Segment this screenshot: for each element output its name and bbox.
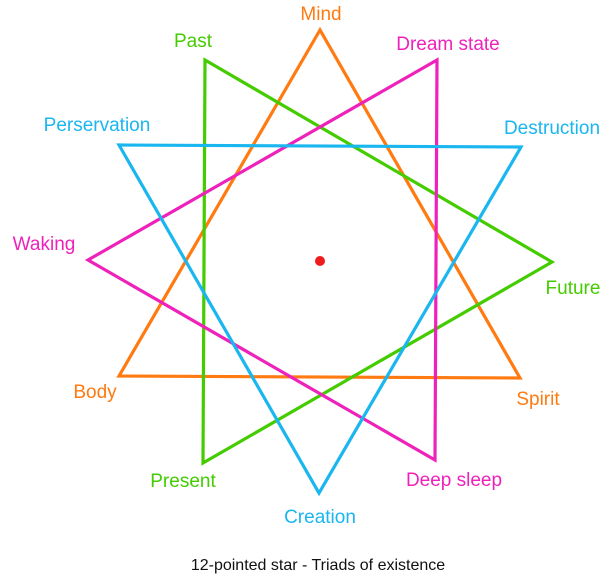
green-triangle — [201, 57, 556, 466]
label-past: Past — [174, 31, 213, 52]
magenta-triangle — [84, 57, 439, 463]
label-creation: Creation — [284, 507, 356, 528]
label-present: Present — [150, 471, 216, 492]
cyan-triangle — [116, 143, 524, 497]
orange-triangle — [116, 26, 523, 380]
label-future: Future — [546, 278, 601, 299]
label-deep-sleep: Deep sleep — [406, 470, 502, 491]
label-body: Body — [73, 382, 117, 403]
label-waking: Waking — [13, 234, 76, 255]
diagram-caption: 12-pointed star - Triads of existence — [191, 557, 445, 574]
label-destruction: Destruction — [504, 118, 600, 139]
label-dream-state: Dream state — [396, 34, 499, 55]
center-dot — [315, 256, 325, 266]
label-spirit: Spirit — [516, 389, 560, 410]
label-mind: Mind — [300, 4, 341, 25]
label-perservation: Perservation — [44, 115, 151, 136]
